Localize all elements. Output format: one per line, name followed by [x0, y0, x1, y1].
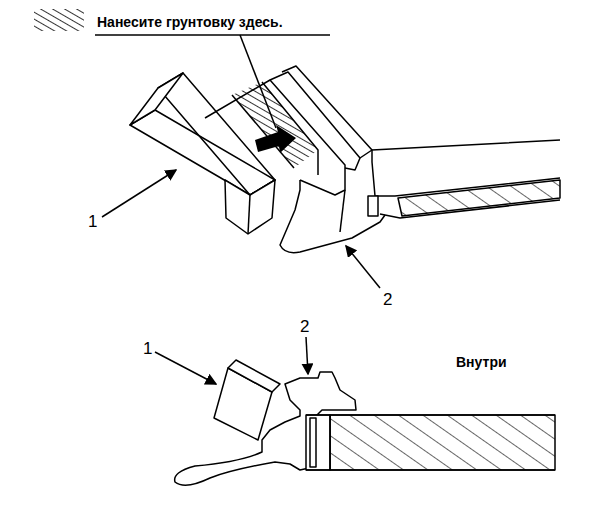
legend-text: Нанесите грунтовку здесь.	[97, 15, 283, 29]
callout-number: 1	[88, 213, 97, 230]
callout-number: 2	[383, 291, 392, 308]
callout-number: 1	[143, 340, 152, 357]
hatch-swatch	[34, 9, 84, 31]
callout-number: 2	[300, 318, 309, 335]
region-label: Внутри	[456, 355, 507, 369]
